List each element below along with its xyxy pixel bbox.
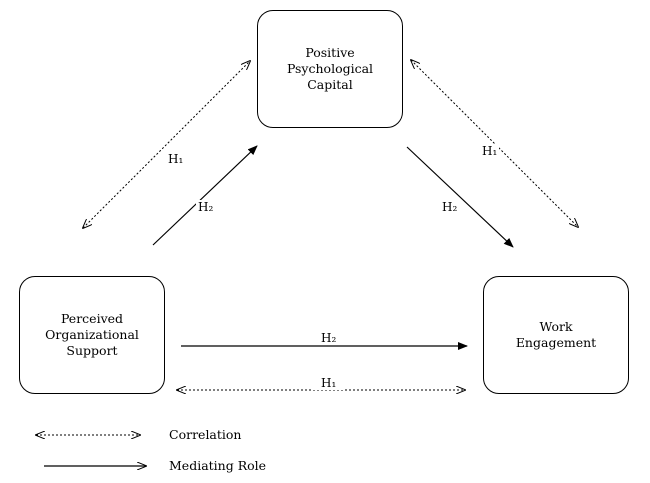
- correlation-arrow-ppc-we: [411, 60, 578, 227]
- label-h1-bottom: H₁: [313, 376, 345, 390]
- node-work-engagement: Work Engagement: [483, 276, 629, 394]
- mediating-arrow-ppc-we: [406, 146, 514, 248]
- node-positive-psychological-capital: Positive Psychological Capital: [257, 10, 403, 128]
- mediating-arrow-pos-ppc: [152, 145, 258, 246]
- label-h2-left: H₂: [196, 200, 216, 214]
- legend-mediating-label: Mediating Role: [169, 458, 267, 473]
- node-ppc-label: Positive Psychological Capital: [286, 45, 374, 92]
- correlation-arrow-pos-ppc: [83, 61, 250, 228]
- node-pos-label: Perceived Organizational Support: [45, 311, 139, 358]
- legend-correlation-label: Correlation: [169, 427, 242, 442]
- label-h1-left: H₁: [166, 152, 186, 166]
- label-h1-right: H₁: [480, 144, 500, 158]
- label-h2-right: H₂: [440, 200, 460, 214]
- node-perceived-organizational-support: Perceived Organizational Support: [19, 276, 165, 394]
- node-we-label: Work Engagement: [515, 319, 597, 350]
- label-h2-bottom: H₂: [313, 331, 345, 345]
